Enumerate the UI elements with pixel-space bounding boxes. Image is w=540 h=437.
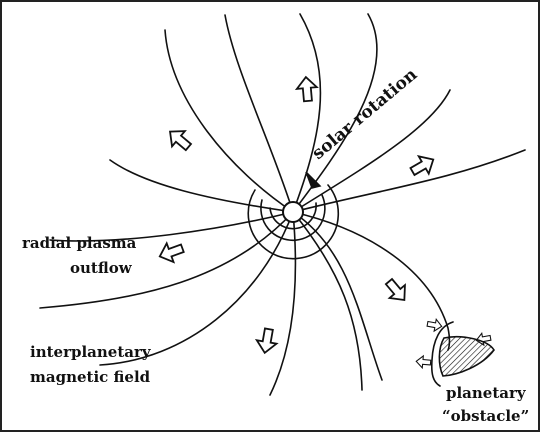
radial-plasma-label-line1: radial plasma	[22, 234, 137, 252]
radial-plasma-label-line2: outflow	[70, 259, 133, 277]
planetary-label-line1: planetary	[446, 384, 527, 402]
imf-label-line2: magnetic field	[30, 368, 151, 386]
planetary-label-line2: “obstacle”	[442, 407, 529, 425]
imf-label-line1: interplanetary	[30, 343, 152, 361]
sun-circle-icon	[283, 202, 303, 222]
